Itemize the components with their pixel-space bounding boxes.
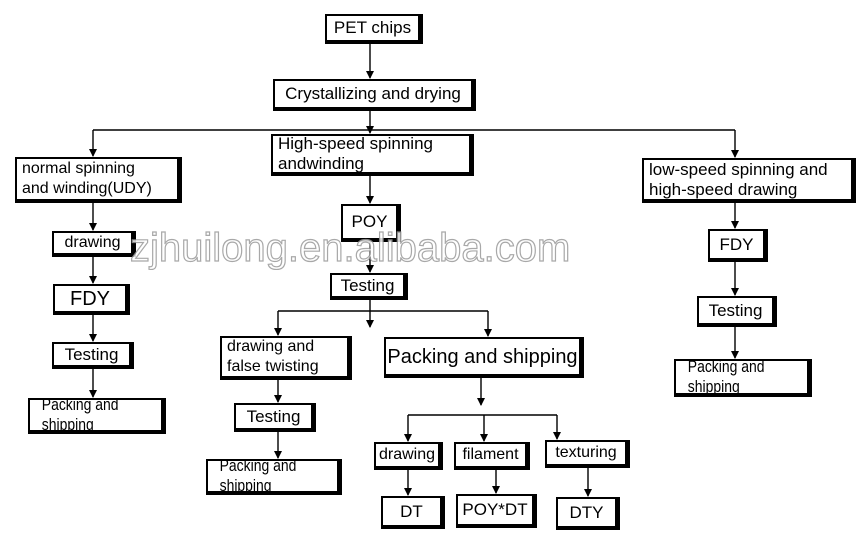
- node-fdy-right: FDY: [708, 229, 768, 262]
- watermark-text: zjhuilong.en.alibaba.com: [129, 225, 571, 270]
- node-pet-chips: PET chips: [325, 14, 423, 44]
- node-packing-lower-mid: Packing and shipping: [206, 456, 342, 495]
- node-poy: POY: [341, 204, 401, 242]
- node-filament-sub: filament: [454, 442, 530, 470]
- node-testing-mid: Testing: [330, 273, 408, 300]
- node-drawing-left: drawing: [52, 231, 136, 257]
- node-crystallizing-label: Crystallizing and drying: [285, 84, 461, 103]
- node-fdy-right-label: FDY: [719, 234, 754, 254]
- node-testing-right-label: Testing: [708, 300, 763, 320]
- node-drawing-false-twisting: drawing and false twisting: [220, 336, 352, 380]
- node-dt-label: DT: [400, 501, 423, 521]
- node-testing-lower-mid-label: Testing: [246, 406, 301, 426]
- node-packing-mid: Packing and shipping: [384, 337, 584, 378]
- node-drawing-left-label: drawing: [64, 234, 121, 251]
- node-drawing-sub: drawing: [374, 442, 443, 470]
- node-normal-spinning-label: normal spinning and winding(UDY): [22, 160, 152, 197]
- node-testing-lower-mid: Testing: [234, 403, 316, 432]
- node-fdy-left-label: FDY: [70, 287, 110, 310]
- node-filament-sub-label: filament: [462, 446, 519, 463]
- node-packing-right: Packing and shipping: [674, 357, 812, 397]
- node-high-speed-label: High-speed spinning andwinding: [278, 134, 433, 173]
- node-pet-chips-label: PET chips: [333, 18, 412, 37]
- node-testing-right: Testing: [697, 296, 777, 327]
- node-packing-lower-mid-label: Packing and shipping: [219, 456, 297, 495]
- node-poy-dt-label: POY*DT: [462, 500, 528, 519]
- node-testing-mid-label: Testing: [340, 275, 395, 295]
- node-packing-left: Packing and shipping: [28, 395, 166, 434]
- node-drawing-false-twisting-label: drawing and false twisting: [227, 338, 319, 375]
- node-high-speed-spinning: High-speed spinning andwinding: [271, 134, 474, 176]
- node-dty: DTY: [556, 497, 620, 530]
- node-poy-label: POY: [351, 212, 388, 231]
- node-dt: DT: [381, 496, 445, 529]
- node-crystallizing-and-drying: Crystallizing and drying: [273, 79, 476, 111]
- node-testing-left-label: Testing: [64, 344, 119, 364]
- node-poy-dt: POY*DT: [456, 494, 537, 528]
- node-packing-mid-label: Packing and shipping: [387, 345, 578, 368]
- node-texturing-sub-label: texturing: [555, 444, 617, 461]
- node-normal-spinning: normal spinning and winding(UDY): [15, 157, 182, 203]
- node-dty-label: DTY: [569, 502, 604, 522]
- node-texturing-sub: texturing: [545, 440, 630, 468]
- node-packing-left-label: Packing and shipping: [41, 395, 119, 434]
- node-drawing-sub-label: drawing: [378, 446, 436, 463]
- node-fdy-left: FDY: [53, 284, 130, 315]
- node-low-speed-spinning: low-speed spinning and high-speed drawin…: [642, 158, 856, 203]
- node-packing-right-label: Packing and shipping: [687, 357, 765, 396]
- node-testing-left: Testing: [52, 342, 134, 369]
- node-low-speed-label: low-speed spinning and high-speed drawin…: [649, 159, 828, 199]
